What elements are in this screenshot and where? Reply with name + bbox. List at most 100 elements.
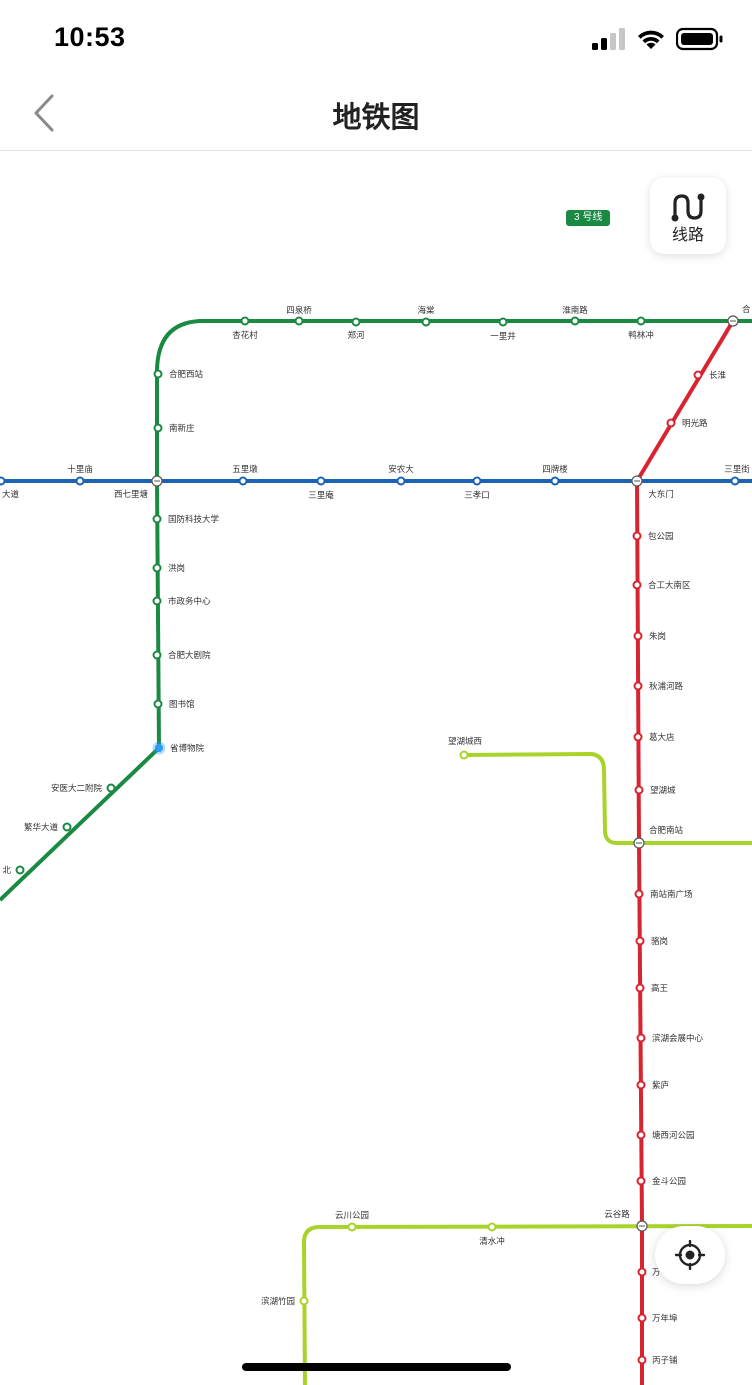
interchange-station[interactable] — [727, 315, 739, 327]
station-label[interactable]: 合肥西站 — [169, 369, 204, 379]
station-label[interactable]: 望湖城 — [650, 785, 676, 795]
station-dot[interactable] — [472, 476, 482, 486]
station-dot[interactable] — [570, 316, 580, 326]
station-label[interactable]: 南站南广场 — [650, 889, 693, 899]
station-dot[interactable] — [421, 317, 431, 327]
station-dot[interactable] — [351, 317, 361, 327]
station-label[interactable]: 合 — [742, 304, 751, 314]
station-label[interactable]: 四牌楼 — [542, 464, 568, 474]
route-button[interactable]: 线路 — [650, 178, 726, 254]
station-dot[interactable] — [666, 418, 676, 428]
station-label[interactable]: 图书馆 — [169, 699, 195, 709]
station-dot[interactable] — [637, 1313, 647, 1323]
station-label[interactable]: 郑河 — [347, 330, 365, 340]
station-dot[interactable] — [152, 563, 162, 573]
station-dot[interactable] — [636, 1176, 646, 1186]
station-label[interactable]: 丙子铺 — [652, 1355, 678, 1365]
station-dot[interactable] — [152, 596, 162, 606]
station-label[interactable]: 葛大店 — [649, 732, 675, 742]
station-dot[interactable] — [347, 1222, 357, 1232]
interchange-station[interactable] — [631, 475, 643, 487]
station-label[interactable]: 万年埠 — [652, 1313, 678, 1323]
station-dot[interactable] — [637, 1355, 647, 1365]
station-dot[interactable] — [633, 732, 643, 742]
station-dot[interactable] — [0, 476, 6, 486]
station-label[interactable]: 朱岗 — [649, 631, 666, 641]
station-dot[interactable] — [15, 865, 25, 875]
station-label[interactable]: 金斗公园 — [652, 1176, 686, 1186]
station-label[interactable]: 望湖城西 — [448, 736, 482, 746]
station-label[interactable]: 大道 — [2, 489, 20, 499]
station-dot[interactable] — [152, 650, 162, 660]
station-label[interactable]: 南新庄 — [169, 423, 195, 433]
station-dot[interactable] — [75, 476, 85, 486]
station-dot[interactable] — [633, 631, 643, 641]
station-dot[interactable] — [316, 476, 326, 486]
station-dot[interactable] — [693, 370, 703, 380]
station-label[interactable]: 省博物院 — [170, 743, 205, 753]
station-dot[interactable] — [106, 783, 116, 793]
station-label[interactable]: 骆岗 — [651, 936, 668, 946]
station-label[interactable]: 万 — [652, 1267, 661, 1277]
station-label[interactable]: 塘西河公园 — [652, 1130, 695, 1140]
station-label[interactable]: 安医大二附院 — [51, 783, 103, 793]
station-dot[interactable] — [238, 476, 248, 486]
station-label[interactable]: 紫庐 — [652, 1080, 669, 1090]
station-label[interactable]: 包公园 — [648, 531, 674, 541]
station-dot[interactable] — [636, 316, 646, 326]
station-label[interactable]: 杏花村 — [232, 330, 258, 340]
station-label[interactable]: 云谷路 — [604, 1209, 630, 1219]
station-label[interactable]: 清水冲 — [479, 1236, 505, 1246]
station-dot[interactable] — [396, 476, 406, 486]
station-dot[interactable] — [550, 476, 560, 486]
metro-map[interactable]: 杏花村 四泉桥 郑河 海棠 一里井 淮南路 鸭林冲 合 合肥西站 南新庄 西七里… — [0, 151, 752, 1385]
station-label[interactable]: 四泉桥 — [286, 305, 312, 315]
station-dot[interactable] — [632, 580, 642, 590]
station-label[interactable]: 滨湖竹园 — [261, 1296, 295, 1306]
station-dot[interactable] — [636, 1130, 646, 1140]
station-label[interactable]: 西七里塘 — [114, 489, 149, 499]
interchange-station[interactable] — [636, 1220, 648, 1232]
station-dot[interactable] — [632, 531, 642, 541]
station-dot[interactable] — [153, 699, 163, 709]
station-dot[interactable] — [152, 514, 162, 524]
station-label[interactable]: 五里墩 — [232, 464, 258, 474]
station-label[interactable]: 繁华大道 — [24, 822, 59, 832]
station-dot[interactable] — [636, 1080, 646, 1090]
station-dot[interactable] — [637, 1267, 647, 1277]
current-station-marker[interactable] — [152, 741, 166, 755]
station-label[interactable]: 鸭林冲 — [628, 330, 654, 340]
station-label[interactable]: 云川公园 — [335, 1210, 369, 1220]
station-label[interactable]: 三孝口 — [464, 490, 490, 500]
interchange-station[interactable] — [633, 837, 645, 849]
station-dot[interactable] — [294, 316, 304, 326]
station-dot[interactable] — [635, 936, 645, 946]
station-label[interactable]: 合肥大剧院 — [168, 650, 211, 660]
station-label[interactable]: 国防科技大学 — [168, 514, 220, 524]
station-label[interactable]: 秋浦河路 — [649, 681, 684, 691]
station-label[interactable]: 滨湖会展中心 — [652, 1033, 704, 1043]
station-label[interactable]: 安农大 — [388, 464, 414, 474]
station-dot[interactable] — [62, 822, 72, 832]
station-label[interactable]: 淮南路 — [562, 305, 588, 315]
station-dot[interactable] — [240, 316, 250, 326]
station-dot[interactable] — [730, 476, 740, 486]
line-badge[interactable]: 3 号线 — [566, 210, 611, 226]
station-label[interactable]: 一里井 — [490, 331, 516, 341]
station-dot[interactable] — [459, 750, 469, 760]
station-dot[interactable] — [635, 983, 645, 993]
station-label[interactable]: 明光路 — [682, 418, 708, 428]
station-label[interactable]: 北 — [2, 865, 11, 875]
station-label[interactable]: 合肥南站 — [649, 825, 684, 835]
metro-map-canvas[interactable]: 杏花村 四泉桥 郑河 海棠 一里井 淮南路 鸭林冲 合 合肥西站 南新庄 西七里… — [0, 151, 752, 1385]
back-button[interactable] — [22, 90, 70, 138]
station-label[interactable]: 长淮 — [709, 370, 727, 380]
home-indicator[interactable] — [242, 1363, 511, 1371]
station-dot[interactable] — [299, 1296, 309, 1306]
station-label[interactable]: 大东门 — [648, 489, 674, 499]
station-label[interactable]: 三里街 — [724, 464, 750, 474]
station-label[interactable]: 十里庙 — [67, 464, 93, 474]
station-label[interactable]: 洪岗 — [168, 563, 185, 573]
station-label[interactable]: 市政务中心 — [168, 596, 211, 606]
station-dot[interactable] — [498, 317, 508, 327]
